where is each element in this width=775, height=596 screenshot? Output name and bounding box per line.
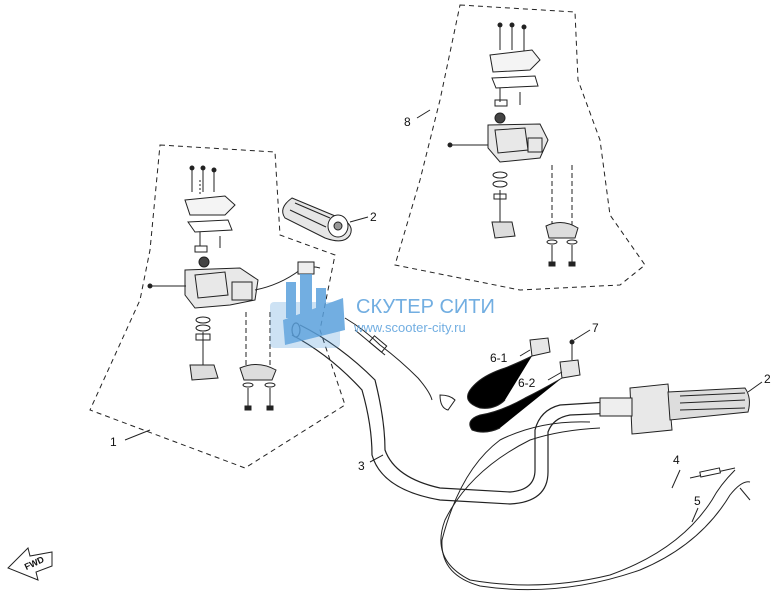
cable-4 [440,427,736,586]
brake-switch-6-2 [469,359,581,433]
watermark-url: www.scooter-city.ru [353,320,466,335]
callout-3: 3 [358,459,365,473]
leader-1 [124,429,151,441]
callout-2-top: 2 [370,210,377,224]
handlebar [291,322,641,505]
left-switch-assembly [147,165,321,411]
cable-5 [441,421,751,591]
callout-8: 8 [404,115,411,129]
right-switch-group-boundary [394,4,646,291]
callout-2-right: 2 [764,372,771,386]
fwd-arrow-icon: FWD [7,547,53,581]
leader-6-2 [547,371,563,381]
left-grip [282,197,352,242]
leader-2-right [747,381,763,393]
right-throttle-grip [599,383,750,435]
brake-switch-6-1 [467,337,551,409]
watermark-logo-icon [270,274,345,348]
leader-8 [416,109,431,119]
leader-5 [691,507,699,523]
callout-6-1: 6-1 [490,351,508,365]
callout-1: 1 [110,435,117,449]
callout-5: 5 [694,494,701,508]
watermark: СКУТЕР СИТИ www.scooter-city.ru [270,274,495,348]
right-switch-assembly [447,22,579,267]
watermark-title: СКУТЕР СИТИ [356,296,495,318]
leader-2-top [349,216,369,223]
leader-7 [573,329,591,341]
bolt-7 [569,339,575,360]
callout-7: 7 [592,321,599,335]
callout-6-2: 6-2 [518,376,536,390]
leader-6-1 [519,349,531,357]
callout-4: 4 [673,453,680,467]
leader-4 [671,469,681,489]
cable-left [344,317,456,411]
leader-3 [369,454,384,463]
